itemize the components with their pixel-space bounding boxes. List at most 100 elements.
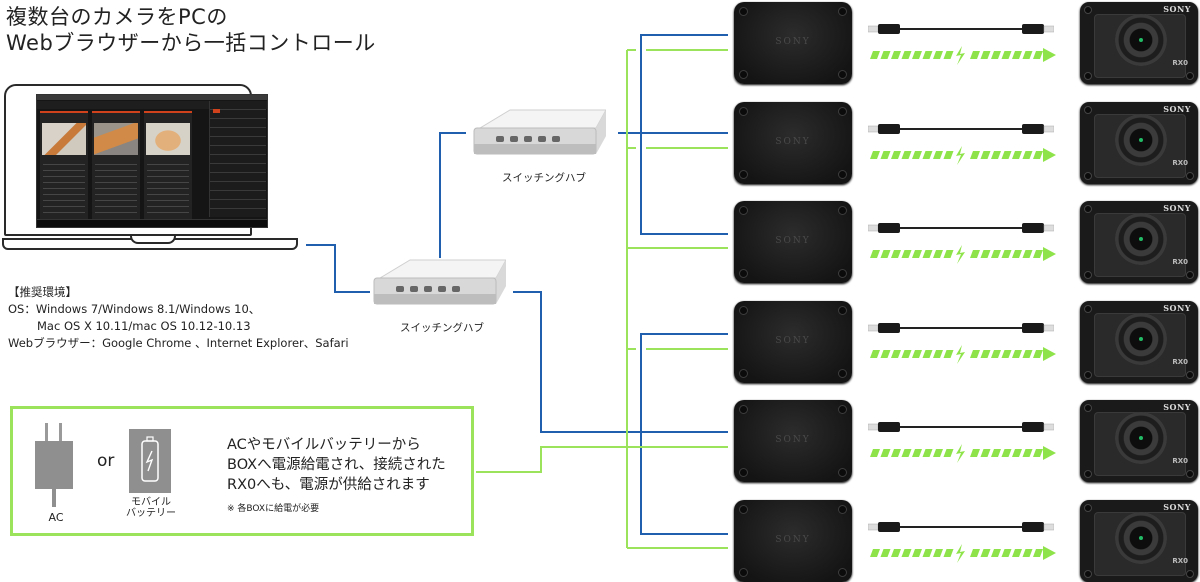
camera-brand-label: SONY xyxy=(1163,103,1191,114)
usb-cable xyxy=(868,322,1054,333)
lightning-icon xyxy=(956,145,965,165)
ac-adapter-icon xyxy=(35,423,73,507)
screw-icon xyxy=(739,70,748,79)
requirements-os: OS：Windows 7/Windows 8.1/Windows 10、 xyxy=(8,302,261,316)
network-cables xyxy=(306,34,728,535)
power-description: ACやモバイルバッテリーから BOXへ電源給電され、接続された RX0へも、電源… xyxy=(227,437,446,493)
hub-label-lower: スイッチングハブ xyxy=(400,322,484,334)
lightning-icon xyxy=(956,543,965,563)
camera-model-label: RX0 xyxy=(1172,357,1188,366)
lightning-icon xyxy=(956,245,965,264)
usb-cable xyxy=(868,24,1054,34)
power-flow-arrow xyxy=(870,145,1056,165)
screw-icon xyxy=(838,169,847,179)
power-flow-arrow xyxy=(870,344,1056,364)
box-brand-label: SONY xyxy=(775,534,811,545)
settings-side-panel xyxy=(209,101,266,217)
box-brand-label: SONY xyxy=(775,335,811,346)
camera-preview-1 xyxy=(42,123,86,155)
power-supply-panel: AC or モバイル バッテリー ACやモバイルバッテリーから BOXへ電源給電… xyxy=(10,406,474,536)
usb-cable xyxy=(868,123,1054,134)
screw-icon xyxy=(1186,271,1194,279)
lower-hub-bus xyxy=(640,333,728,535)
title-line-2: Webブラウザーから一括コントロール xyxy=(6,31,376,55)
screw-icon xyxy=(1084,569,1092,578)
power-flow-arrow xyxy=(870,245,1056,264)
screw-icon xyxy=(838,405,847,414)
screw-icon xyxy=(1084,105,1092,114)
requirements-os-mac: Mac OS X 10.11/mac OS 10.12-10.13 xyxy=(37,319,251,333)
box-brand-label: SONY xyxy=(775,236,811,246)
camera-model-label: RX0 xyxy=(1172,457,1188,465)
record-button xyxy=(213,109,220,113)
lightning-icon xyxy=(956,444,965,463)
power-flow-arrow xyxy=(870,46,1056,65)
screw-icon xyxy=(1186,470,1194,478)
camera-panel-3 xyxy=(144,111,192,219)
camera-panel-1 xyxy=(40,111,88,219)
screw-icon xyxy=(1186,370,1194,379)
camera-brand-label: SONY xyxy=(1163,402,1191,412)
camera-control-box: SONY xyxy=(734,101,852,184)
usb-cable xyxy=(868,521,1054,532)
usb-cable xyxy=(868,223,1054,233)
os-taskbar xyxy=(37,219,267,227)
rx0-camera: SONY RX0 xyxy=(1080,499,1198,582)
camera-control-box: SONY xyxy=(734,201,852,283)
screw-icon xyxy=(838,368,847,378)
or-label: or xyxy=(97,451,115,471)
screw-icon xyxy=(1084,470,1092,478)
box-brand-label: SONY xyxy=(775,37,811,47)
screw-icon xyxy=(1084,6,1092,14)
title-line-1: 複数台のカメラをPCの xyxy=(6,5,228,29)
camera-preview-3 xyxy=(146,123,190,155)
hub-label-upper: スイッチングハブ xyxy=(502,172,586,184)
camera-panel-2 xyxy=(92,111,140,219)
rx0-camera: SONY RX0 xyxy=(1080,101,1198,184)
screw-icon xyxy=(838,468,847,477)
screw-icon xyxy=(739,305,748,315)
browser-toolbar xyxy=(37,101,267,109)
lower-hub-row5-cable xyxy=(513,291,728,433)
screw-icon xyxy=(838,106,847,116)
camera-brand-label: SONY xyxy=(1163,203,1191,213)
laptop-to-hub-cable xyxy=(306,244,370,293)
screw-icon xyxy=(1186,569,1194,578)
camera-control-box: SONY xyxy=(734,2,852,84)
screw-icon xyxy=(1084,271,1092,279)
screw-icon xyxy=(739,169,748,179)
power-flow-arrow xyxy=(870,444,1056,463)
screw-icon xyxy=(1084,171,1092,180)
screw-icon xyxy=(1084,370,1092,379)
camera-model-label: RX0 xyxy=(1172,59,1188,67)
screw-icon xyxy=(1084,503,1092,512)
screw-icon xyxy=(838,70,847,79)
camera-preview-2 xyxy=(94,123,138,155)
screw-icon xyxy=(838,7,847,16)
requirements-browser: Webブラウザー：Google Chrome 、Internet Explore… xyxy=(8,336,349,350)
hub-ports xyxy=(396,286,460,292)
lightning-icon xyxy=(145,450,154,472)
camera-model-label: RX0 xyxy=(1172,158,1188,167)
camera-brand-label: SONY xyxy=(1163,501,1191,512)
switching-hub-lower xyxy=(373,259,506,305)
lightning-icon xyxy=(956,344,965,364)
camera-model-label: RX0 xyxy=(1172,556,1188,565)
box-brand-label: SONY xyxy=(775,136,811,147)
battery-label: モバイル バッテリー xyxy=(126,497,176,519)
screw-icon xyxy=(1186,72,1194,80)
screw-icon xyxy=(838,567,847,577)
mobile-battery-icon xyxy=(129,429,171,493)
power-feed xyxy=(476,446,728,473)
requirements-heading: 【推奨環境】 xyxy=(8,285,77,299)
screw-icon xyxy=(739,504,748,514)
screw-icon xyxy=(739,567,748,577)
diagram-title: 複数台のカメラをPCの Webブラウザーから一括コントロール xyxy=(6,4,376,56)
screw-icon xyxy=(1084,404,1092,412)
lightning-icon xyxy=(956,46,965,65)
hub-to-hub-cable xyxy=(439,132,466,258)
screw-icon xyxy=(838,269,847,278)
